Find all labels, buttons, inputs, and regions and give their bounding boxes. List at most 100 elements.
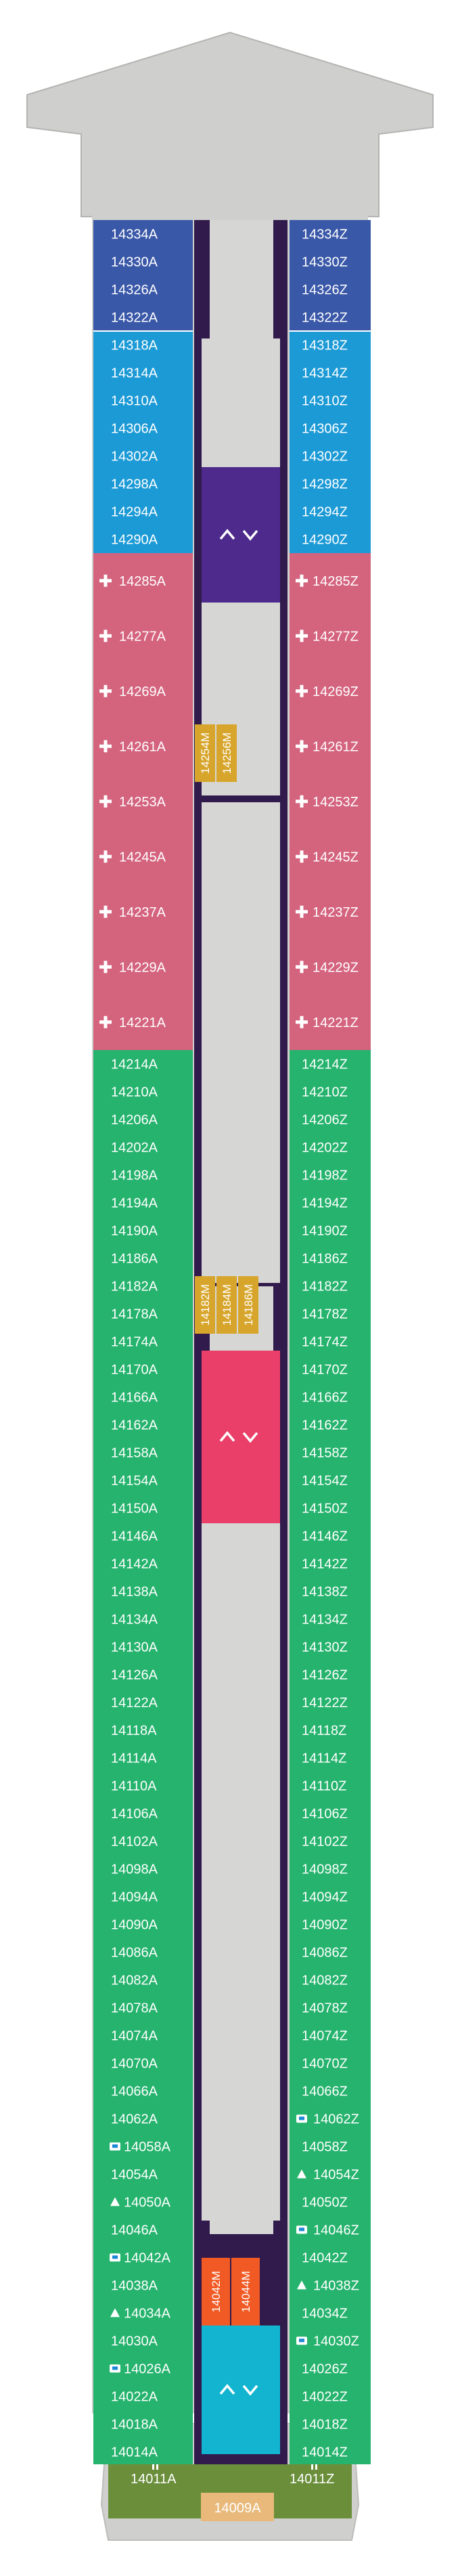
- cabin-14030Z[interactable]: 14030Z: [290, 2327, 371, 2355]
- cabin-14038Z[interactable]: 14038Z: [290, 2271, 371, 2299]
- cabin-14086A[interactable]: 14086A: [93, 1938, 193, 1966]
- cabin-14050Z[interactable]: 14050Z: [290, 2188, 371, 2216]
- cabin-14170A[interactable]: 14170A: [93, 1355, 193, 1383]
- cabin-14334A[interactable]: 14334A: [93, 220, 193, 248]
- cabin-14322Z[interactable]: 14322Z: [290, 303, 371, 331]
- cabin-14214Z[interactable]: 14214Z: [290, 1050, 371, 1078]
- cabin-14022A[interactable]: 14022A: [93, 2382, 193, 2410]
- cabin-14178Z[interactable]: 14178Z: [290, 1300, 371, 1328]
- cabin-14074A[interactable]: 14074A: [93, 2022, 193, 2049]
- cabin-14142Z[interactable]: 14142Z: [290, 1550, 371, 1577]
- cabin-14102Z[interactable]: 14102Z: [290, 1827, 371, 1855]
- cabin-14106A[interactable]: 14106A: [93, 1799, 193, 1827]
- cabin-14009A[interactable]: 14009A: [201, 2493, 274, 2521]
- cabin-14310Z[interactable]: 14310Z: [290, 387, 371, 414]
- stair-midship[interactable]: [202, 1351, 280, 1523]
- cabin-14082A[interactable]: 14082A: [93, 1966, 193, 1994]
- cabin-14134A[interactable]: 14134A: [93, 1605, 193, 1633]
- cabin-14062Z[interactable]: 14062Z: [290, 2105, 371, 2133]
- cabin-14206A[interactable]: 14206A: [93, 1106, 193, 1133]
- cabin-14094A[interactable]: 14094A: [93, 1883, 193, 1911]
- cabin-14146A[interactable]: 14146A: [93, 1522, 193, 1550]
- cabin-14034A[interactable]: 14034A: [93, 2299, 193, 2327]
- cabin-14269Z[interactable]: 14269Z: [290, 663, 371, 719]
- cabin-14261A[interactable]: 14261A: [93, 719, 193, 774]
- cabin-14042A[interactable]: 14042A: [93, 2244, 193, 2271]
- cabin-14190Z[interactable]: 14190Z: [290, 1217, 371, 1244]
- cabin-14122Z[interactable]: 14122Z: [290, 1688, 371, 1716]
- cabin-14306Z[interactable]: 14306Z: [290, 414, 371, 442]
- cabin-14202Z[interactable]: 14202Z: [290, 1133, 371, 1161]
- cabin-14046Z[interactable]: 14046Z: [290, 2216, 371, 2244]
- cabin-14253Z[interactable]: 14253Z: [290, 774, 371, 829]
- cabin-14026A[interactable]: 14026A: [93, 2355, 193, 2382]
- cabin-14277Z[interactable]: 14277Z: [290, 609, 371, 664]
- cabin-14130Z[interactable]: 14130Z: [290, 1633, 371, 1661]
- cabin-14330Z[interactable]: 14330Z: [290, 248, 371, 276]
- cabin-14261Z[interactable]: 14261Z: [290, 719, 371, 774]
- cabin-14166Z[interactable]: 14166Z: [290, 1383, 371, 1411]
- cabin-14174Z[interactable]: 14174Z: [290, 1328, 371, 1355]
- cabin-14046A[interactable]: 14046A: [93, 2216, 193, 2244]
- cabin-14210Z[interactable]: 14210Z: [290, 1078, 371, 1106]
- cabin-14110A[interactable]: 14110A: [93, 1772, 193, 1799]
- cabin-14186Z[interactable]: 14186Z: [290, 1244, 371, 1272]
- cabin-14106Z[interactable]: 14106Z: [290, 1799, 371, 1827]
- cabin-14182M[interactable]: 14182M: [195, 1276, 215, 1334]
- cabin-14326Z[interactable]: 14326Z: [290, 276, 371, 303]
- cabin-14194A[interactable]: 14194A: [93, 1189, 193, 1217]
- cabin-14178A[interactable]: 14178A: [93, 1300, 193, 1328]
- cabin-14158Z[interactable]: 14158Z: [290, 1439, 371, 1466]
- cabin-14229Z[interactable]: 14229Z: [290, 940, 371, 995]
- cabin-14070Z[interactable]: 14070Z: [290, 2049, 371, 2077]
- cabin-14190A[interactable]: 14190A: [93, 1217, 193, 1244]
- cabin-14146Z[interactable]: 14146Z: [290, 1522, 371, 1550]
- cabin-14042Z[interactable]: 14042Z: [290, 2244, 371, 2271]
- cabin-14194Z[interactable]: 14194Z: [290, 1189, 371, 1217]
- cabin-14334Z[interactable]: 14334Z: [290, 220, 371, 248]
- cabin-14285Z[interactable]: 14285Z: [290, 553, 371, 609]
- cabin-14290A[interactable]: 14290A: [93, 525, 193, 553]
- cabin-14285A[interactable]: 14285A: [93, 553, 193, 609]
- cabin-14138A[interactable]: 14138A: [93, 1577, 193, 1605]
- cabin-14098A[interactable]: 14098A: [93, 1855, 193, 1883]
- cabin-14162Z[interactable]: 14162Z: [290, 1411, 371, 1439]
- cabin-14182A[interactable]: 14182A: [93, 1272, 193, 1300]
- cabin-14186A[interactable]: 14186A: [93, 1244, 193, 1272]
- cabin-14314Z[interactable]: 14314Z: [290, 359, 371, 387]
- cabin-14294Z[interactable]: 14294Z: [290, 498, 371, 525]
- cabin-14082Z[interactable]: 14082Z: [290, 1966, 371, 1994]
- cabin-14134Z[interactable]: 14134Z: [290, 1605, 371, 1633]
- cabin-14150A[interactable]: 14150A: [93, 1494, 193, 1522]
- cabin-14102A[interactable]: 14102A: [93, 1827, 193, 1855]
- cabin-14302Z[interactable]: 14302Z: [290, 442, 371, 470]
- cabin-14066Z[interactable]: 14066Z: [290, 2077, 371, 2105]
- cabin-14253A[interactable]: 14253A: [93, 774, 193, 829]
- cabin-14318A[interactable]: 14318A: [93, 331, 193, 359]
- cabin-14269A[interactable]: 14269A: [93, 663, 193, 719]
- cabin-14114Z[interactable]: 14114Z: [290, 1744, 371, 1772]
- cabin-14014Z[interactable]: 14014Z: [290, 2438, 371, 2466]
- cabin-14030A[interactable]: 14030A: [93, 2327, 193, 2355]
- stair-forward[interactable]: [202, 467, 280, 603]
- cabin-14198A[interactable]: 14198A: [93, 1161, 193, 1189]
- cabin-14011A[interactable]: 14011A: [125, 2464, 186, 2493]
- cabin-14221A[interactable]: 14221A: [93, 995, 193, 1050]
- cabin-14138Z[interactable]: 14138Z: [290, 1577, 371, 1605]
- cabin-14306A[interactable]: 14306A: [93, 414, 193, 442]
- cabin-14114A[interactable]: 14114A: [93, 1744, 193, 1772]
- cabin-14310A[interactable]: 14310A: [93, 387, 193, 414]
- cabin-14078Z[interactable]: 14078Z: [290, 1994, 371, 2022]
- cabin-14086Z[interactable]: 14086Z: [290, 1938, 371, 1966]
- cabin-14237Z[interactable]: 14237Z: [290, 884, 371, 940]
- cabin-14078A[interactable]: 14078A: [93, 1994, 193, 2022]
- cabin-14126Z[interactable]: 14126Z: [290, 1661, 371, 1688]
- cabin-14326A[interactable]: 14326A: [93, 276, 193, 303]
- cabin-14221Z[interactable]: 14221Z: [290, 995, 371, 1050]
- cabin-14254M[interactable]: 14254M: [195, 724, 215, 782]
- cabin-14206Z[interactable]: 14206Z: [290, 1106, 371, 1133]
- cabin-14011Z[interactable]: 14011Z: [284, 2464, 345, 2493]
- cabin-14314A[interactable]: 14314A: [93, 359, 193, 387]
- cabin-14210A[interactable]: 14210A: [93, 1078, 193, 1106]
- cabin-14166A[interactable]: 14166A: [93, 1383, 193, 1411]
